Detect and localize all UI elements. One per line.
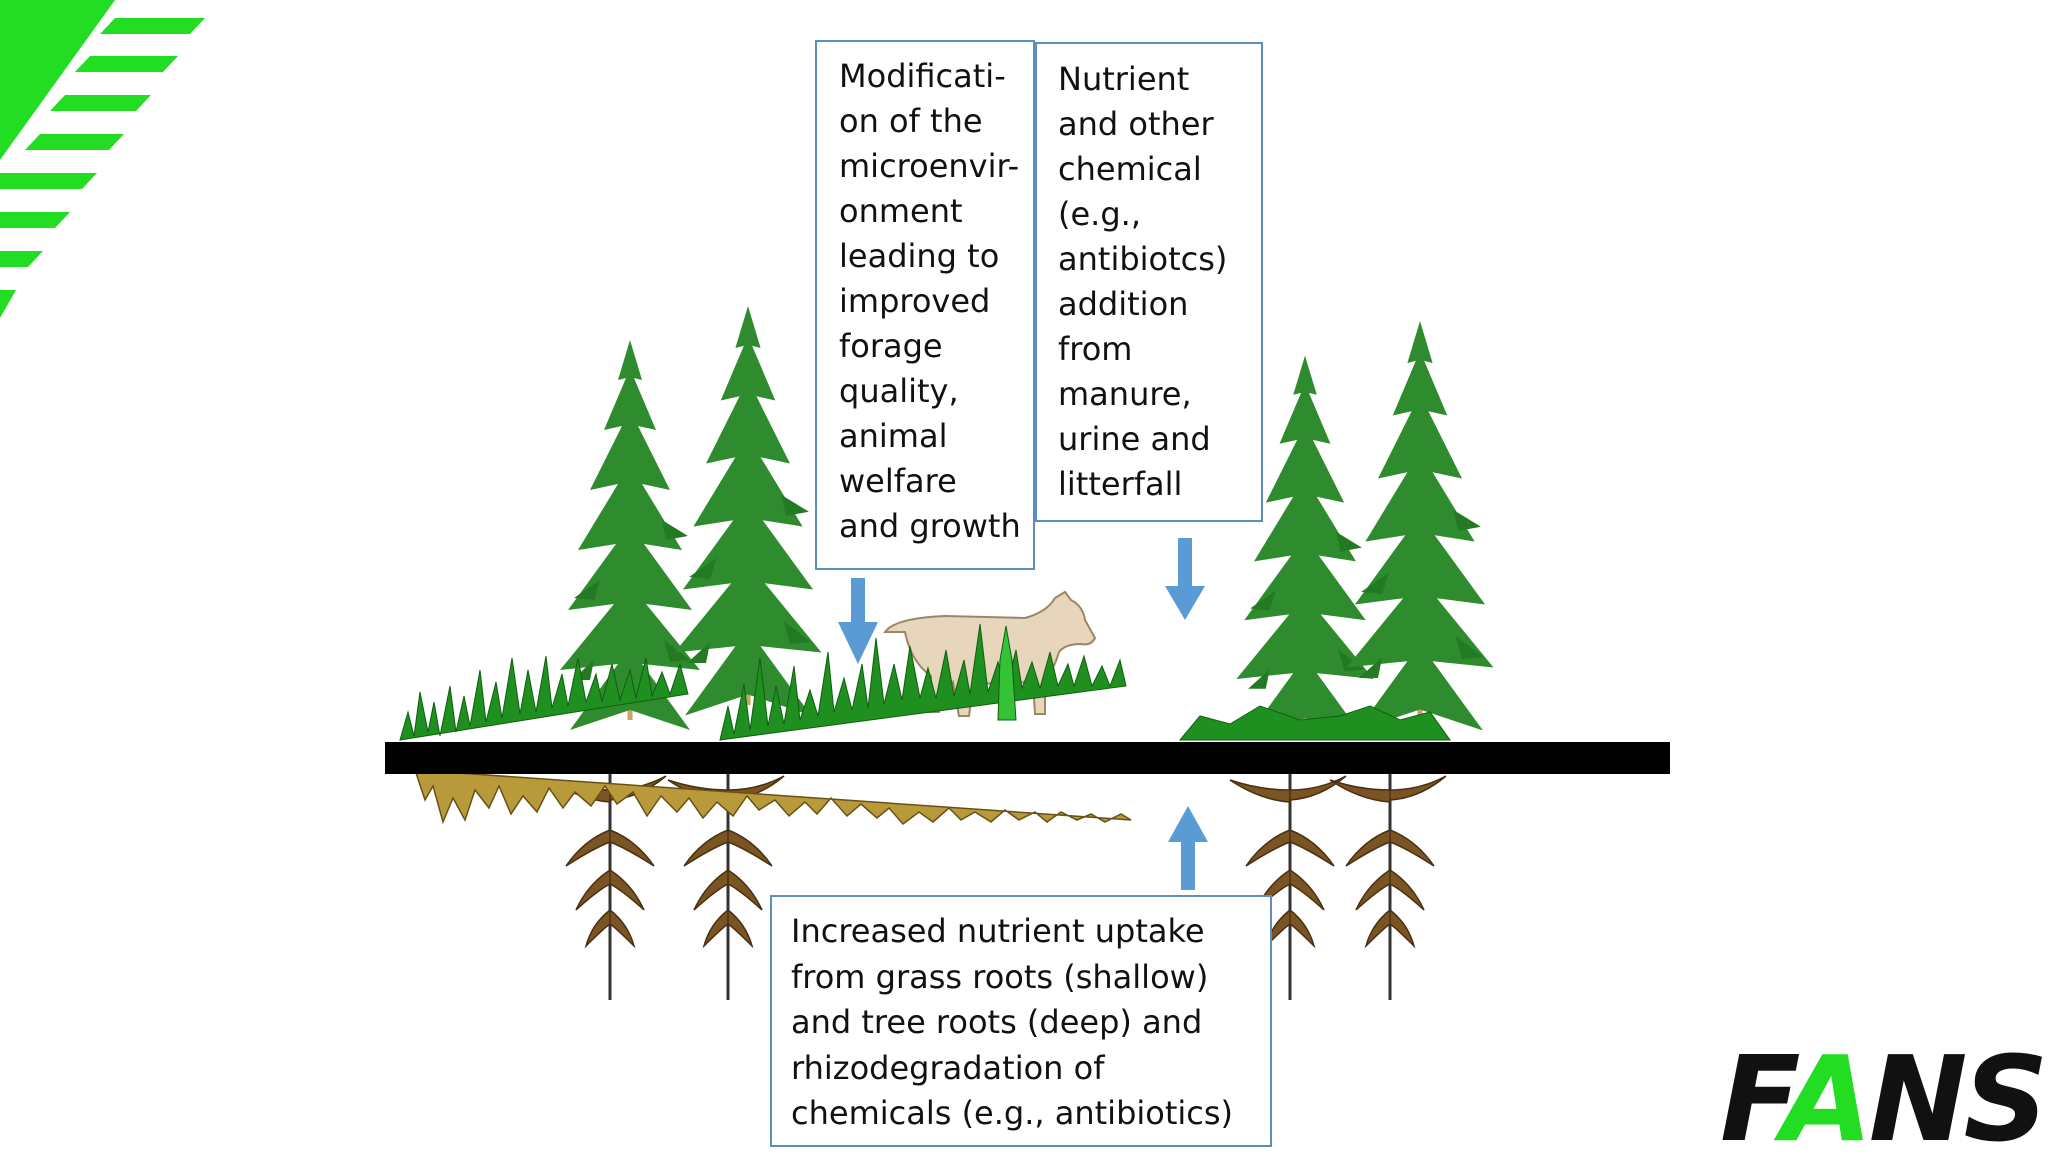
modification-line: and growth [839,507,1021,545]
increased-line: from grass roots (shallow) [791,957,1209,996]
modification-line: Modificati- [839,57,1006,95]
increased-line: Increased nutrient uptake [791,912,1205,950]
logo-letters-ns: NS [1868,1030,2048,1168]
logo-letter-f: F [1720,1030,1785,1168]
modification-box: Modificati- on of the microenvir- onment… [815,40,1035,570]
nutrient-line: manure, [1058,375,1192,413]
modification-line: onment [839,192,963,230]
arrow-down-icon [1165,538,1205,620]
nutrient-line: from [1058,330,1133,368]
nutrient-line: Nutrient [1058,60,1190,98]
tree-left-2 [675,306,822,715]
modification-line: on of the [839,102,983,140]
increased-line: chemicals (e.g., antibiotics) [791,1094,1234,1132]
modification-line: leading to [839,237,1000,275]
modification-line: welfare [839,462,957,500]
nutrient-line: addition [1058,285,1189,323]
arrow-down-icon [838,578,878,664]
increased-uptake-box: Increased nutrient uptake from grass roo… [770,895,1272,1147]
nutrient-line: antibiotcs) [1058,240,1228,278]
nutrient-line: urine and [1058,420,1211,458]
ground-line [385,742,1670,774]
modification-line: improved [839,282,991,320]
modification-line: animal [839,417,948,455]
modification-line: microenvir- [839,147,1020,185]
grass-icon [399,623,1451,741]
nutrient-line: (e.g., [1058,195,1141,233]
increased-line: rhizodegradation of [791,1048,1105,1087]
nutrient-line: and other [1058,105,1214,143]
logo-letter-a: A [1781,1030,1872,1168]
nutrient-line: chemical [1058,150,1202,188]
modification-line: forage [839,327,943,365]
arrow-up-icon [1168,806,1208,890]
soil-layer [413,769,1132,826]
nutrient-box: Nutrient and other chemical (e.g., antib… [1035,42,1263,522]
fans-logo: FANS [1720,1040,2048,1158]
stripe-decoration [0,0,205,318]
tree-right-2 [1347,321,1494,730]
nutrient-line: litterfall [1058,465,1183,503]
modification-line: quality, [839,372,959,410]
increased-line: and tree roots (deep) and [791,1003,1203,1041]
